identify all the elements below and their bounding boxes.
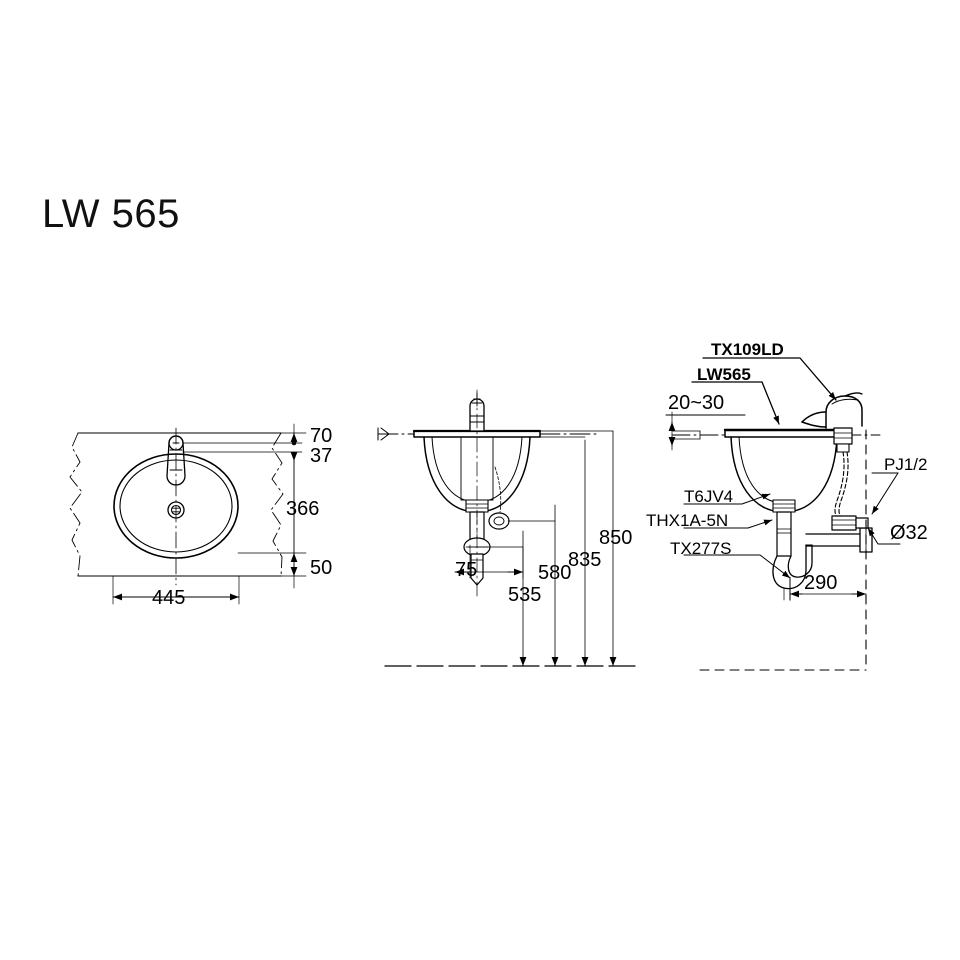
side-dim-d32: Ø32 [890,522,928,544]
plan-view-geometry [69,423,307,605]
front-dim-835: 835 [568,549,602,571]
callout-tx109ld: TX109LD [711,340,784,359]
front-dim-535: 535 [508,584,542,606]
callout-pj1-2: PJ1/2 [884,455,928,474]
callout-t6jv4: T6JV4 [684,487,734,506]
side-dim-290: 290 [804,572,838,594]
plan-dim-366: 366 [286,498,320,520]
page-title: LW 565 [42,192,180,236]
plan-dim-445: 445 [152,587,186,609]
callout-lw565: LW565 [697,365,751,384]
front-view-geometry [377,389,641,667]
callout-tx277s: TX277S [670,539,732,558]
side-view-geometry [665,357,901,671]
side-dim-20-30: 20~30 [668,392,725,414]
front-dim-580: 580 [538,562,572,584]
plan-dim-70: 70 [310,425,333,447]
plan-dim-37: 37 [310,445,333,467]
front-dim-75: 75 [455,559,478,581]
plan-dim-50: 50 [310,557,333,579]
callout-thx1a-5n: THX1A-5N [646,511,729,530]
front-dim-850: 850 [599,527,633,549]
